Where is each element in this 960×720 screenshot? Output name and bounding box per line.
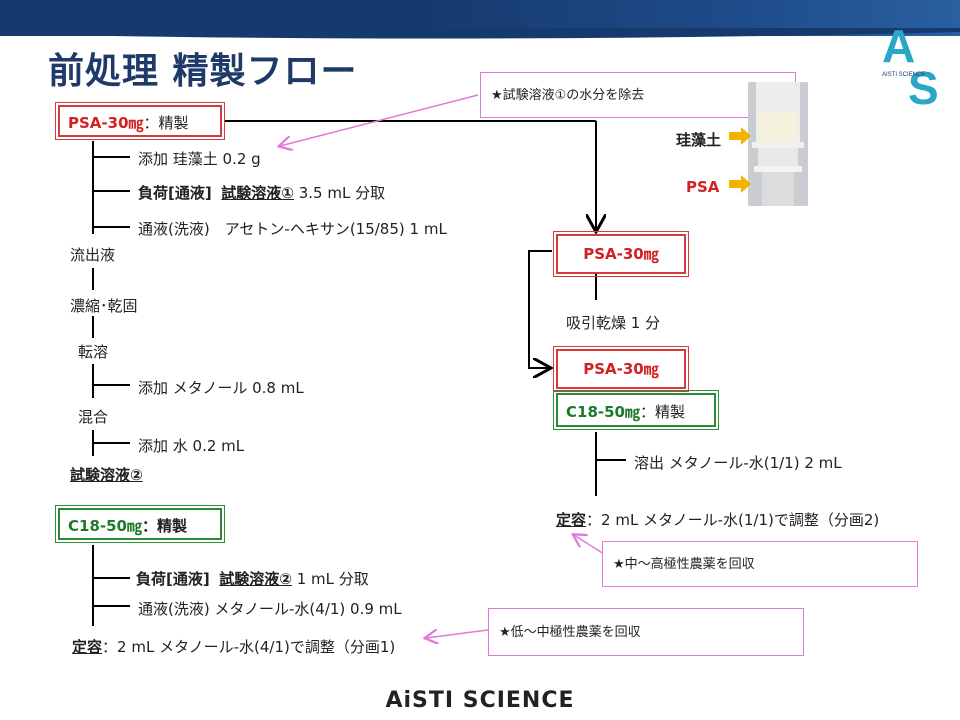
c18-box-right-name: C18-50㎎ [566,403,640,421]
final-volume-right: 定容：2 mL メタノール-水(1/1)で調整（分画2) [556,509,879,530]
note-mid-high-polarity: ★中～高極性農薬を回収 [602,541,918,587]
test-solution-2-label: 試験溶液② [70,466,143,484]
final-right-rest: ：2 mL メタノール-水(1/1)で調整（分画2) [586,511,880,529]
c18-box-left-suffix: ：精製 [141,517,187,535]
svg-text:A: A [882,20,915,72]
aisti-logo: A S AISTI SCIENCE [882,20,939,108]
psa-box-right-2-name: PSA-30㎎ [583,360,659,378]
psa-box-left: PSA-30㎎：精製 [55,102,225,140]
psa-box-left-name: PSA-30㎎ [68,114,144,132]
arrow-diatom-icon [729,127,751,145]
logo-small-text: AISTI SCIENCE [882,72,925,78]
eluate-label: 流出液 [70,246,116,264]
step-load-2-rest: 1 mL 分取 [291,570,369,588]
photo-label-diatom: 珪藻土 [676,131,722,149]
footer-brand: AiSTI SCIENCE [385,688,575,713]
final-left-rest: ：2 mL メタノール-水(4/1)で調整（分画1) [102,638,396,656]
step-wash-2: 通液(洗液) メタノール-水(4/1) 0.9 mL [138,600,402,618]
step-load-2-target: 試験溶液② [219,570,292,588]
step-add-diatom: 添加 珪藻土 0.2 g [138,150,261,168]
c18-box-left: C18-50㎎：精製 [55,505,225,543]
step-suction-dry: 吸引乾燥 1 分 [566,314,661,332]
note-remove-water: ★試験溶液①の水分を除去 [480,72,796,118]
header-curve [0,28,960,39]
c18-box-left-name: C18-50㎎ [68,517,142,535]
svg-text:S: S [908,62,939,108]
redissolve-label: 転溶 [78,343,109,361]
page-title: 前処理 精製フロー [48,51,358,92]
c18-box-right-suffix: ：精製 [639,403,685,421]
c18-box-right: C18-50㎎：精製 [553,390,719,430]
step-load-1-rest: 3.5 mL 分取 [293,184,386,202]
concentrate-label: 濃縮･乾固 [70,297,138,315]
psa-box-right-1-name: PSA-30㎎ [583,245,659,263]
psa-box-right-2: PSA-30㎎ [553,346,689,392]
final-right-label: 定容 [556,511,587,529]
psa-box-right-1: PSA-30㎎ [553,231,689,277]
psa-box-left-suffix: ：精製 [143,114,189,132]
step-load-2: 負荷[通液] 試験溶液② 1 mL 分取 [136,568,369,589]
cartridge-photo [748,82,808,206]
final-volume-left: 定容：2 mL メタノール-水(4/1)で調整（分画1) [72,636,395,657]
step-load-1-target: 試験溶液① [221,184,294,202]
step-add-methanol: 添加 メタノール 0.8 mL [138,379,304,397]
step-wash-1: 通液(洗液) アセトン-ヘキサン(15/85) 1 mL [138,220,447,238]
step-load-1: 負荷[通液] 試験溶液① 3.5 mL 分取 [138,182,385,203]
step-load-1-prefix: 負荷[通液] [138,184,212,202]
final-left-label: 定容 [72,638,103,656]
mix-label: 混合 [78,408,109,426]
note-low-mid-polarity: ★低～中極性農薬を回収 [488,608,804,656]
arrow-psa-icon [729,175,751,193]
step-add-water: 添加 水 0.2 mL [138,437,245,455]
step-elute: 溶出 メタノール-水(1/1) 2 mL [634,454,842,472]
step-load-2-prefix: 負荷[通液] [136,570,210,588]
photo-label-psa: PSA [686,178,720,196]
